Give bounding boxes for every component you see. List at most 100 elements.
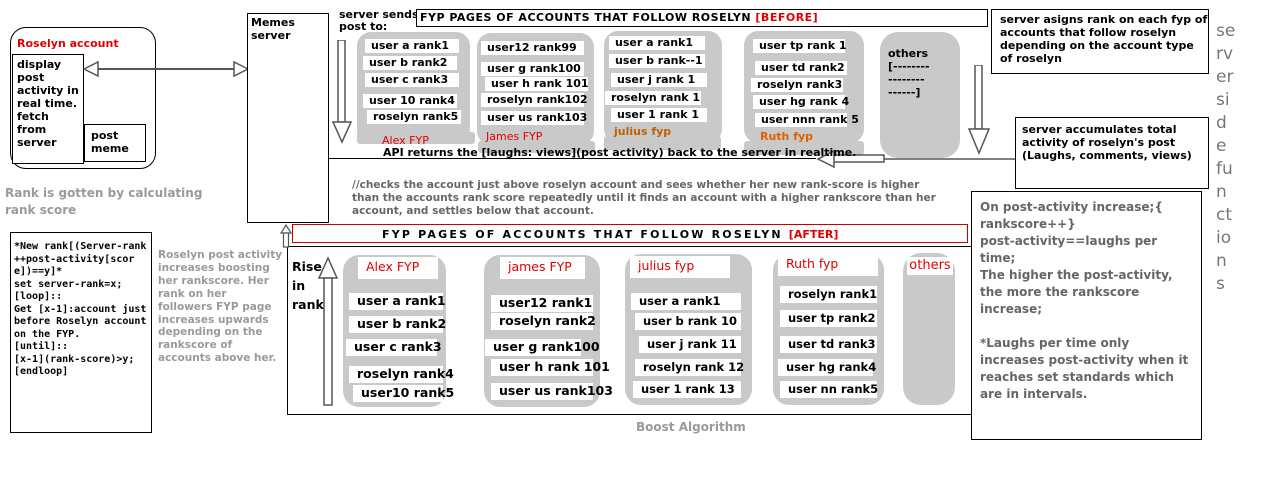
fyp-rank-row: user g rank100 [481, 62, 584, 76]
vertical-7: n [1216, 182, 1227, 202]
checks-note: //checks the account just above roselyn … [352, 179, 936, 217]
fyp-rank-row: roselyn rank1 [780, 286, 877, 303]
down-arrow-left [332, 40, 352, 144]
pseudo-code: *New rank[(Server-rank++post-activity[sc… [14, 241, 147, 377]
fyp-rank-row: user tp rank 1 [753, 39, 847, 53]
fyp-rank-row: user j rank 11 [639, 336, 741, 353]
fyp-rank-row: user g rank100 [485, 339, 600, 356]
fyp-rank-row: user c rank3 [346, 339, 442, 356]
memes-server-box [247, 13, 329, 223]
fyp-rank-row: user b rank 10 [635, 313, 741, 330]
fyp-rank-row: user a rank1 [349, 293, 446, 310]
memes-server-label: Memes server [251, 16, 295, 42]
others-after-pill [903, 253, 955, 405]
small-up-arrow [280, 224, 292, 248]
fyp-rank-row: roselyn rank4 [349, 366, 454, 383]
accum-note: server accumulates total activity of ros… [1022, 123, 1192, 162]
api-arrow [816, 150, 1016, 168]
fyp-rank-row: user td rank2 [755, 61, 847, 75]
fyp-rank-row: user b rank2 [363, 56, 457, 70]
fyp-rank-row: user 10 rank4 [363, 94, 457, 108]
api-note: API returns the [laughs: views](post act… [383, 146, 857, 159]
down-arrow-right [968, 65, 990, 155]
fyp-rank-row: user us rank103 [481, 111, 587, 125]
fyp-name: james FYP [500, 257, 585, 279]
vertical-0: se [1216, 21, 1236, 41]
vertical-10: n [1216, 251, 1227, 271]
fyp-rank-row: user10 rank5 [353, 385, 454, 402]
display-text: display post activity in real time. fetc… [17, 58, 79, 149]
right-note: On post-activity increase;{ rankscore++}… [980, 200, 1189, 401]
fyp-name: Alex FYP [358, 257, 438, 279]
fyp-rank-row: user b rank2 [349, 316, 446, 333]
server-sends-label: server sends post to: [339, 8, 419, 33]
fyp-rank-row: user h rank 101 [485, 77, 589, 91]
vertical-3: si [1216, 90, 1230, 110]
fyp-rank-row: user c rank3 [365, 73, 459, 87]
vertical-5: e [1216, 136, 1227, 156]
post-meme-button[interactable]: post meme [84, 124, 146, 162]
after-tag: [AFTER] [788, 228, 839, 241]
vertical-6: fu [1216, 159, 1233, 179]
fyp-rank-row: user a rank1 [631, 293, 741, 310]
others-after: others [907, 257, 953, 275]
vertical-1: rv [1216, 44, 1234, 64]
gray-note: Roselyn post activity increases boosting… [158, 249, 283, 365]
assign-note-box: server asigns rank on each fyp of accoun… [991, 9, 1209, 74]
before-title: FYP PAGES OF ACCOUNTS THAT FOLLOW ROSELY… [420, 11, 756, 24]
vertical-4: d [1216, 113, 1227, 133]
post-meme-label: post meme [91, 129, 129, 155]
accum-note-box: server accumulates total activity of ros… [1015, 117, 1209, 189]
rise-arrow [318, 256, 338, 406]
fyp-rank-row: user nnn rank 5 [755, 113, 859, 127]
fyp-rank-row: user h rank 101 [491, 359, 610, 376]
fyp-name: Ruth fyp [760, 130, 814, 143]
before-tag: [BEFORE] [755, 11, 819, 24]
after-title-text: FYP PAGES OF ACCOUNTS THAT FOLLOW ROSELY… [382, 228, 789, 241]
rise-label: Rise in rank [292, 259, 324, 312]
fyp-rank-row: roselyn rank3 [751, 78, 843, 92]
roselyn-account-title: Roselyn account [17, 37, 119, 50]
rank-note: Rank is gotten by calculating rank score [5, 186, 203, 217]
display-box: display post activity in real time. fetc… [12, 54, 84, 164]
fyp-name: Alex FYP [382, 134, 429, 147]
after-title: FYP PAGES OF ACCOUNTS THAT FOLLOW ROSELY… [382, 229, 838, 241]
fyp-name: James FYP [486, 130, 543, 143]
roselyn-account-panel [10, 27, 156, 169]
fyp-rank-row: user tp rank2 [780, 310, 877, 327]
fyp-name: julius fyp [630, 256, 730, 278]
vertical-2: er [1216, 67, 1234, 87]
fyp-rank-row: user 1 rank 1 [611, 108, 707, 122]
fyp-rank-row: user hg rank4 [778, 359, 876, 376]
fyp-rank-row: roselyn rank 1 [605, 91, 701, 105]
fyp-name: julius fyp [614, 125, 672, 138]
fyp-rank-row: roselyn rank102 [481, 93, 588, 107]
fyp-rank-row: roselyn rank5 [367, 110, 461, 124]
pseudo-code-box: *New rank[(Server-rank++post-activity[sc… [10, 232, 152, 433]
server-side-functions: se rv er si d e fu n ct io n s [1216, 20, 1246, 296]
fyp-rank-row: roselyn rank 12 [635, 359, 744, 376]
after-title-box [292, 224, 968, 243]
vertical-8: ct [1216, 205, 1233, 225]
fyp-rank-row: user12 rank99 [481, 41, 584, 55]
others-before-pill [880, 32, 960, 158]
fyp-rank-row: user a rank1 [365, 39, 459, 53]
fyp-rank-row: user j rank 1 [611, 73, 707, 87]
vertical-11: s [1216, 274, 1225, 294]
after-fyp-3 [773, 254, 884, 405]
account-server-arrow [82, 60, 250, 78]
before-title-box: FYP PAGES OF ACCOUNTS THAT FOLLOW ROSELY… [416, 9, 988, 27]
fyp-rank-row: user nn rank5 [780, 381, 878, 398]
fyp-rank-row: user us rank103 [491, 383, 613, 400]
boost-label: Boost Algorithm [636, 420, 746, 434]
after-fyp-1 [484, 255, 600, 407]
right-note-box: On post-activity increase;{ rankscore++}… [971, 191, 1202, 440]
fyp-name: Ruth fyp [778, 254, 878, 276]
fyp-rank-row: user12 rank1 [491, 295, 593, 312]
fyp-rank-row: user hg rank 4 [753, 95, 849, 109]
api-line [329, 158, 816, 159]
fyp-rank-row: roselyn rank2 [491, 313, 596, 330]
others-before: others [-------- -------- ------] [888, 47, 930, 99]
vertical-9: io [1216, 228, 1232, 248]
fyp-rank-row: user a rank1 [609, 36, 705, 50]
